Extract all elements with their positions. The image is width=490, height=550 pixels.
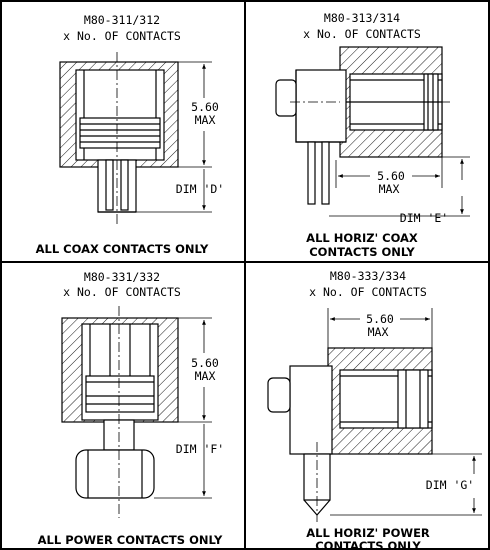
dimension-value: 5.60 bbox=[377, 169, 405, 183]
dimension-f: DIM 'F' bbox=[154, 424, 224, 499]
panel-caption-line-1: ALL HORIZ' POWER bbox=[306, 526, 430, 540]
part-number: M80-331/332 bbox=[84, 270, 160, 284]
dimension-reference: DIM 'F' bbox=[176, 442, 224, 456]
dimension-g: DIM 'G' bbox=[330, 453, 482, 516]
coax-connector-section bbox=[59, 52, 179, 225]
dimension-5-60: 5.60 MAX bbox=[178, 317, 219, 423]
dimension-reference: DIM 'E' bbox=[400, 211, 448, 225]
dimension-reference: DIM 'D' bbox=[176, 182, 224, 196]
dimension-value: 5.60 bbox=[191, 100, 219, 114]
panel-caption-line-1: ALL HORIZ' COAX bbox=[306, 231, 418, 245]
dimension-unit: MAX bbox=[195, 113, 216, 127]
panel-caption-line-2: CONTACTS ONLY bbox=[315, 539, 421, 550]
part-number: M80-333/334 bbox=[330, 269, 406, 283]
panel-horiz-power: M80-333/334 x No. OF CONTACTS 5.60 MAX bbox=[267, 269, 482, 550]
dimension-unit: MAX bbox=[379, 182, 400, 196]
dimension-e: DIM 'E' bbox=[329, 156, 470, 225]
horiz-coax-connector-section bbox=[275, 46, 450, 205]
dimension-value: 5.60 bbox=[191, 356, 219, 370]
dimension-unit: MAX bbox=[368, 325, 389, 339]
part-number: M80-313/314 bbox=[324, 11, 400, 25]
contact-quantity: x No. OF CONTACTS bbox=[303, 27, 421, 41]
horiz-power-connector-section bbox=[267, 347, 433, 522]
power-connector-section bbox=[61, 306, 179, 518]
dimension-5-60: 5.60 MAX bbox=[178, 61, 219, 168]
dimension-d: DIM 'D' bbox=[136, 169, 224, 213]
contact-quantity: x No. OF CONTACTS bbox=[63, 29, 181, 43]
panel-caption: ALL POWER CONTACTS ONLY bbox=[38, 533, 223, 547]
contact-quantity: x No. OF CONTACTS bbox=[63, 285, 181, 299]
dimension-unit: MAX bbox=[195, 369, 216, 383]
panel-power: M80-331/332 x No. OF CONTACTS bbox=[38, 270, 225, 547]
contact-quantity: x No. OF CONTACTS bbox=[309, 285, 427, 299]
panel-caption-line-2: CONTACTS ONLY bbox=[309, 245, 415, 259]
part-number: M80-311/312 bbox=[84, 13, 160, 27]
dimension-reference: DIM 'G' bbox=[426, 478, 474, 492]
panel-caption: ALL COAX CONTACTS ONLY bbox=[36, 242, 209, 256]
panel-horiz-coax: M80-313/314 x No. OF CONTACTS bbox=[275, 11, 470, 259]
dimension-5-60: 5.60 MAX bbox=[327, 308, 433, 348]
dimension-value: 5.60 bbox=[366, 312, 394, 326]
panel-coax: M80-311/312 x No. OF CONTACTS bbox=[36, 13, 225, 256]
dimension-5-60: 5.60 MAX bbox=[335, 157, 443, 196]
